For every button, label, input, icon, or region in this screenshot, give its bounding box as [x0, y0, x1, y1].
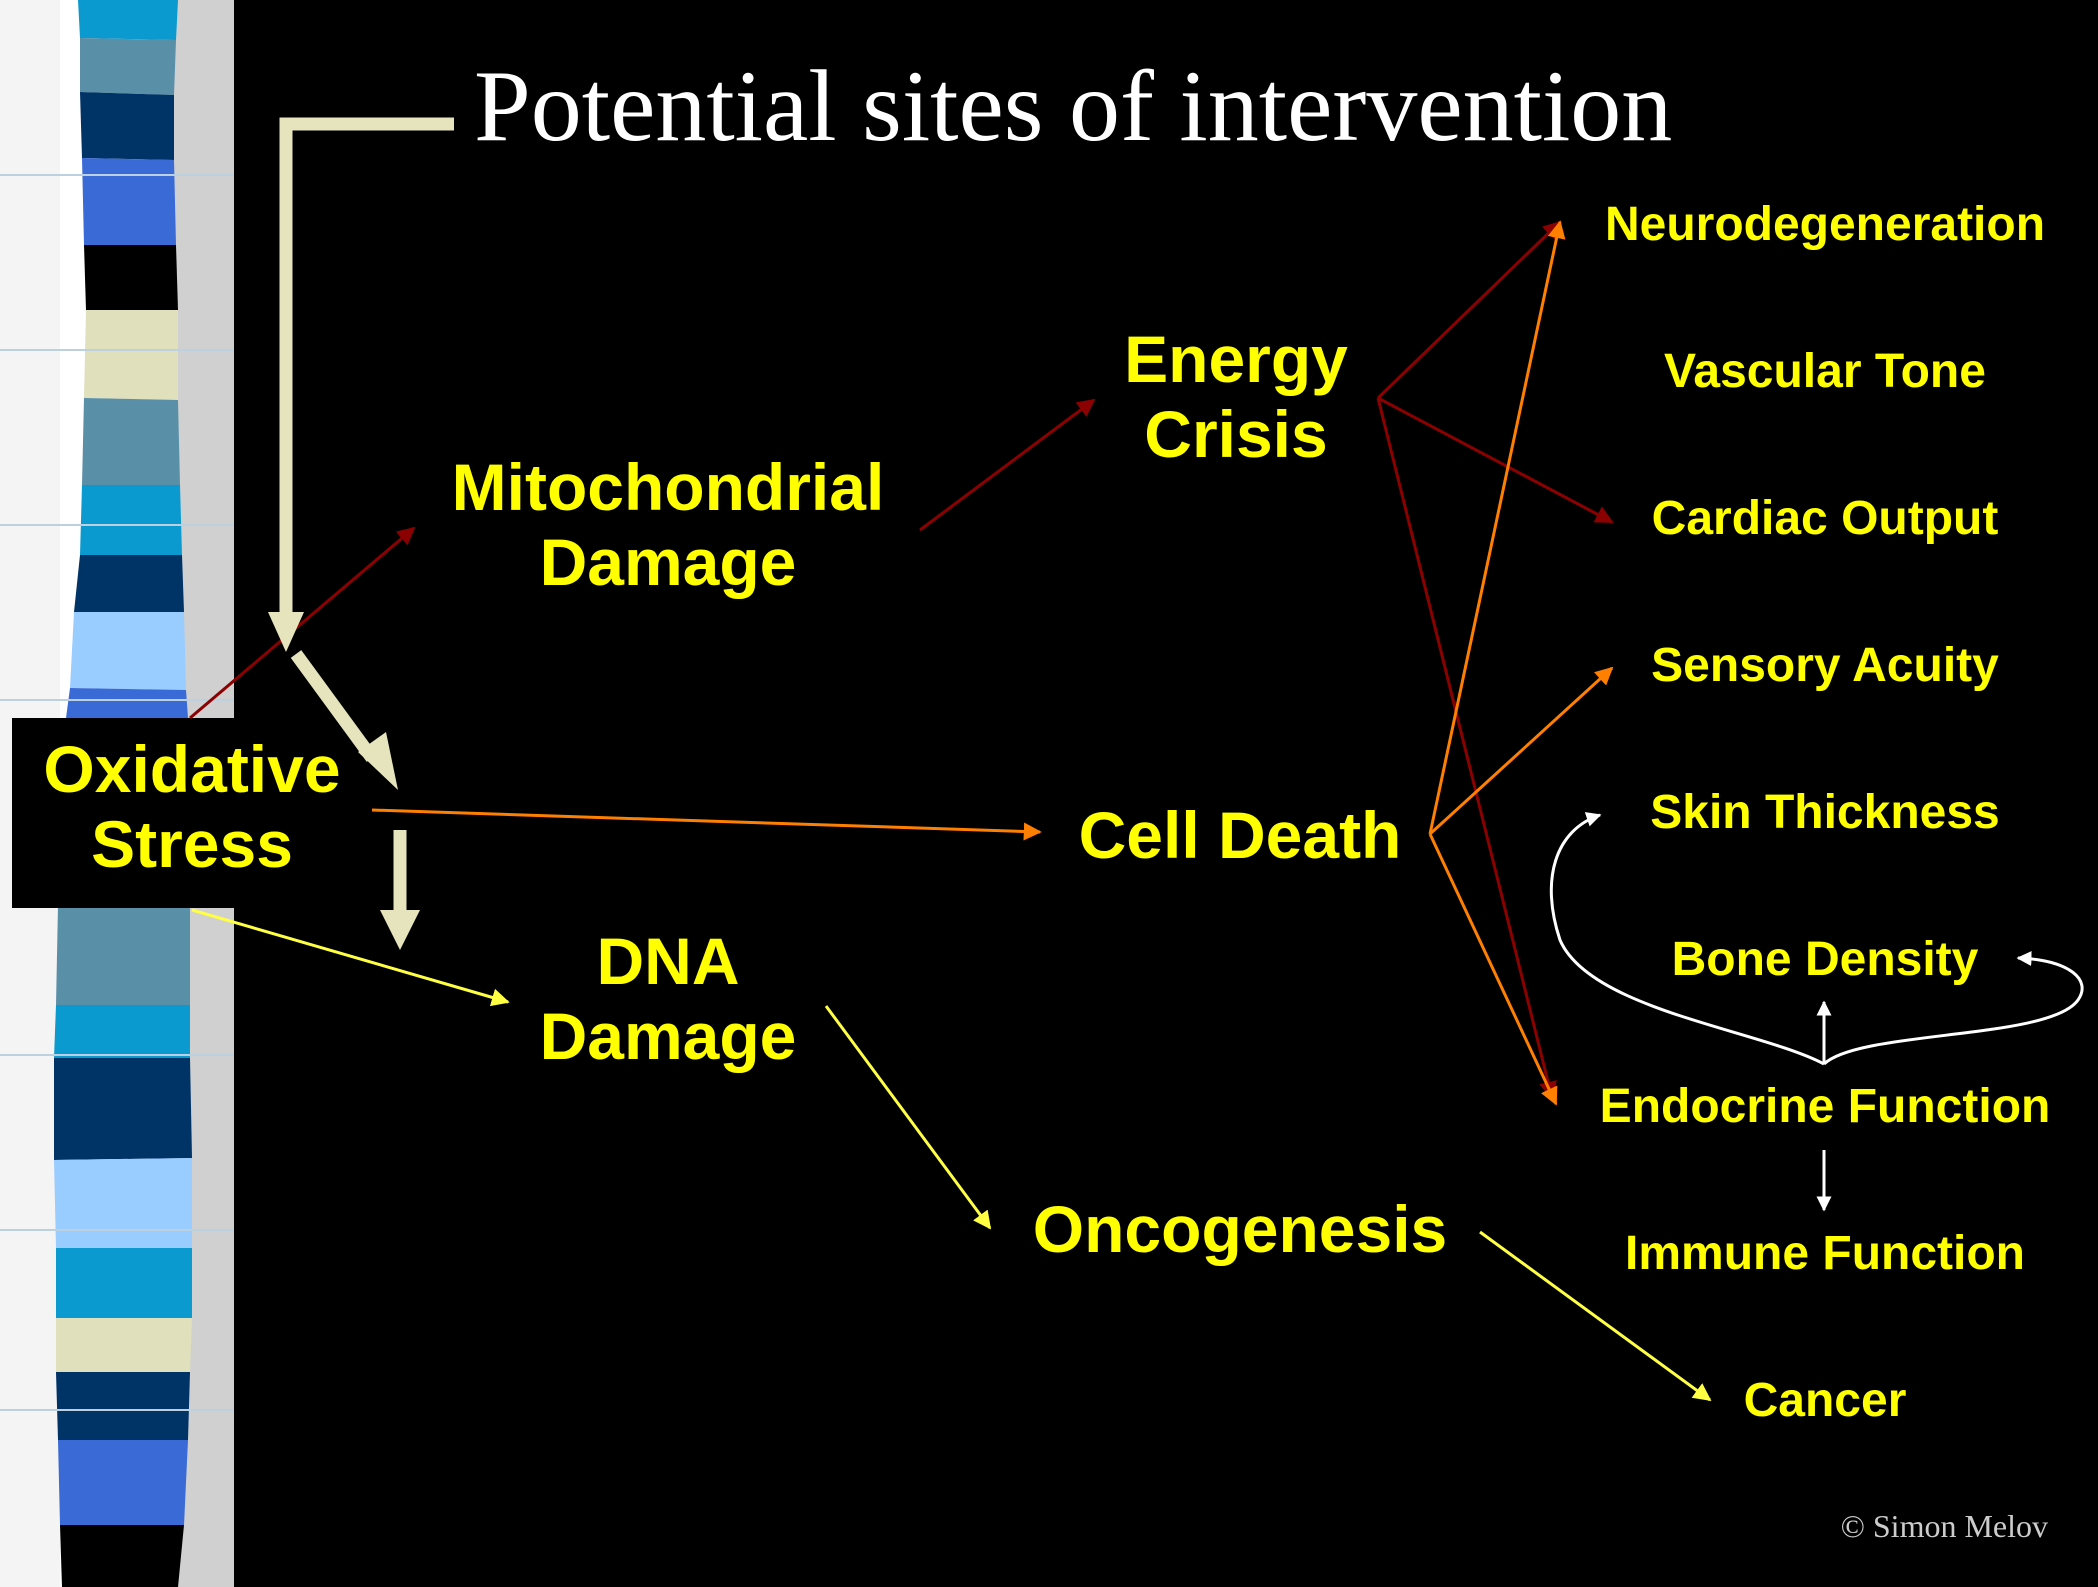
node-cell-death: Cell Death — [1040, 798, 1440, 873]
outcome-immune-function: Immune Function — [1560, 1227, 2090, 1282]
node-oxidative-stress-line-1: Oxidative — [12, 732, 372, 807]
outcome-cardiac-output: Cardiac Output — [1560, 492, 2090, 547]
node-mitochondrial-damage: Mitochondrial Damage — [418, 450, 918, 600]
node-energy-crisis-line-1: Energy — [1086, 322, 1386, 397]
outcome-endocrine-function: Endocrine Function — [1560, 1080, 2090, 1135]
outcome-sensory-acuity: Sensory Acuity — [1560, 639, 2090, 694]
node-dna-damage-line-1: DNA — [418, 924, 918, 999]
arrow-energy-to-neurodegeneration — [1378, 222, 1560, 398]
outcome-neurodegeneration: Neurodegeneration — [1560, 198, 2090, 253]
arrow-oxidative-to-mitochondrial — [190, 528, 414, 718]
outcome-bone-density: Bone Density — [1560, 933, 2090, 988]
node-oxidative-stress-line-2: Stress — [12, 807, 372, 882]
node-dna-damage: DNA Damage — [418, 924, 918, 1074]
copyright-credit: © Simon Melov — [1841, 1508, 2048, 1545]
node-oncogenesis: Oncogenesis — [1000, 1192, 1480, 1267]
node-dna-damage-line-2: Damage — [418, 999, 918, 1074]
outcome-vascular-tone: Vascular Tone — [1560, 345, 2090, 400]
arrow-mitochondrial-to-energy — [920, 400, 1094, 530]
arrow-cell-death-to-neurodegeneration — [1430, 222, 1560, 834]
outcome-skin-thickness: Skin Thickness — [1560, 786, 2090, 841]
node-energy-crisis-line-2: Crisis — [1086, 397, 1386, 472]
node-energy-crisis: Energy Crisis — [1086, 322, 1386, 472]
node-mitochondrial-damage-line-2: Damage — [418, 525, 918, 600]
node-mitochondrial-damage-line-1: Mitochondrial — [418, 450, 918, 525]
intervention-arrowhead-3 — [380, 910, 420, 950]
arrow-oxidative-to-cell-death — [372, 810, 1040, 832]
outcome-cancer: Cancer — [1560, 1374, 2090, 1429]
diagram-title: Potential sites of intervention — [474, 48, 1672, 165]
node-oxidative-stress: Oxidative Stress — [12, 732, 372, 882]
arrow-cell-death-to-endocrine — [1430, 834, 1556, 1104]
